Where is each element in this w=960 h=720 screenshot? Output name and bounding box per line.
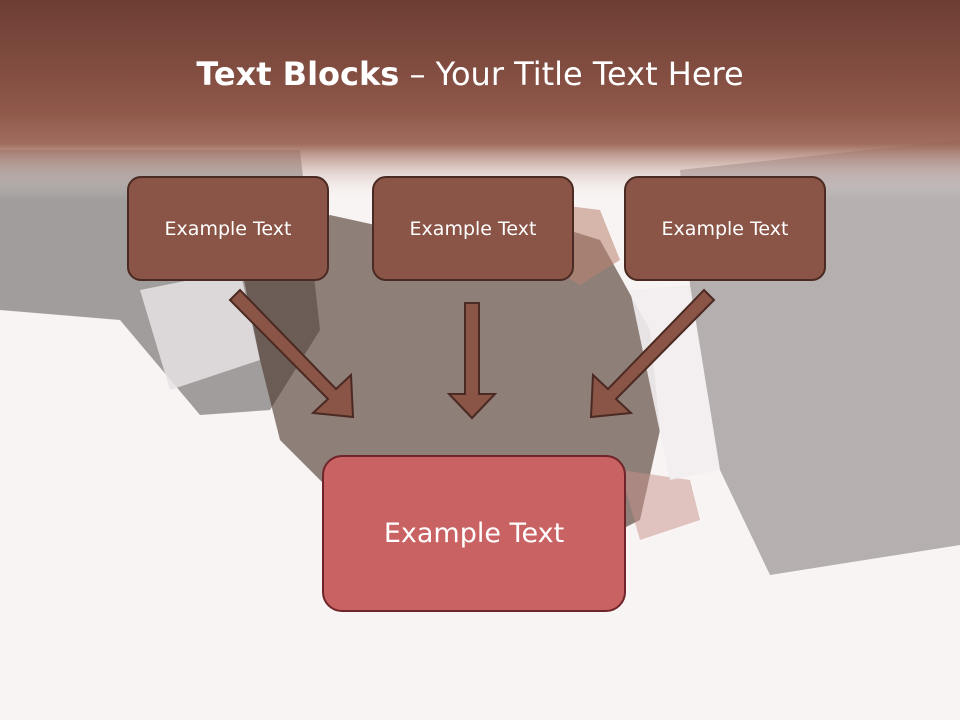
text-block-left-label: Example Text — [164, 217, 292, 240]
slide-title: Text Blocks – Your Title Text Here — [0, 52, 940, 96]
arrow-left-icon — [228, 288, 355, 419]
text-block-center-label: Example Text — [409, 217, 537, 240]
arrow-center-icon — [446, 302, 498, 420]
text-block-center: Example Text — [372, 176, 574, 281]
text-block-bottom-label: Example Text — [383, 518, 565, 549]
text-block-bottom: Example Text — [322, 455, 626, 612]
title-bold: Text Blocks — [196, 55, 400, 93]
title-rest: – Your Title Text Here — [399, 55, 744, 93]
text-block-right-label: Example Text — [661, 217, 789, 240]
text-block-left: Example Text — [127, 176, 329, 281]
text-block-right: Example Text — [624, 176, 826, 281]
arrow-right-icon — [589, 288, 716, 419]
